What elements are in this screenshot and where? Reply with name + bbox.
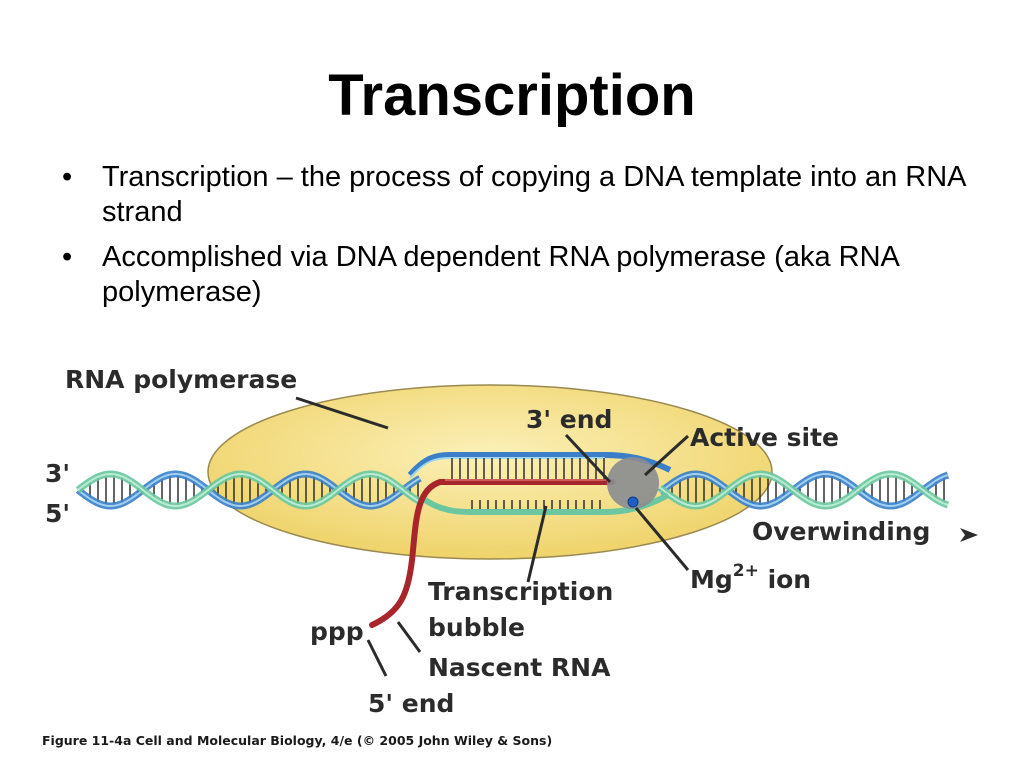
label-transcription-bubble-line2: bubble xyxy=(428,613,525,642)
label-3-prime-end: 3' end xyxy=(526,405,612,434)
leader-lines xyxy=(295,396,690,677)
label-mg-ion: Mg2+ ion xyxy=(690,561,811,594)
mg-ion-dot xyxy=(627,496,639,508)
bullet-dot-icon: • xyxy=(62,161,73,193)
template-strand-top-light xyxy=(409,457,605,479)
label-nascent-rna: Nascent RNA xyxy=(428,653,611,682)
dna-double-helix xyxy=(75,470,950,510)
label-3-prime: 3' xyxy=(45,459,70,488)
bubble-base-pairs xyxy=(451,458,605,509)
dna-strand-highlight xyxy=(659,472,949,508)
label-5-prime: 5' xyxy=(45,499,70,528)
dna-strand-highlight xyxy=(77,472,421,508)
bullet-item: • Transcription – the process of copying… xyxy=(62,160,982,230)
leader-line xyxy=(295,396,389,430)
bullet-list: • Transcription – the process of copying… xyxy=(62,160,982,320)
label-5-prime-end: 5' end xyxy=(368,689,454,718)
leader-line xyxy=(643,434,690,477)
bullet-dot-icon: • xyxy=(62,241,73,273)
label-transcription-bubble-line1: Transcription xyxy=(428,577,613,606)
mg-ion-suffix: ion xyxy=(759,565,811,594)
bullet-item: • Accomplished via DNA dependent RNA pol… xyxy=(62,240,982,310)
figure-caption: Figure 11-4a Cell and Molecular Biology,… xyxy=(42,733,553,748)
label-ppp: ppp xyxy=(310,617,364,646)
label-active-site: Active site xyxy=(690,423,839,452)
rna-polymerase-ellipse xyxy=(207,384,773,560)
overwinding-arrow-icon xyxy=(960,528,978,542)
label-overwinding: Overwinding xyxy=(752,517,930,546)
slide-title: Transcription xyxy=(328,63,696,128)
dna-strand-highlight xyxy=(77,472,421,508)
leader-line xyxy=(634,507,690,571)
bullet-text: Transcription – the process of copying a… xyxy=(102,161,965,228)
active-site-circle xyxy=(607,457,659,509)
template-strand-top xyxy=(407,452,672,478)
label-rna-polymerase: RNA polymerase xyxy=(65,365,297,394)
nascent-rna-strand xyxy=(369,479,615,628)
bullet-text: Accomplished via DNA dependent RNA polym… xyxy=(102,241,899,308)
leader-line xyxy=(366,639,388,677)
leader-line xyxy=(526,505,548,583)
leader-line xyxy=(564,433,612,484)
dna-strand-highlight xyxy=(659,472,949,508)
leader-line xyxy=(396,621,422,653)
mg-ion-sup: 2+ xyxy=(733,561,759,581)
mg-ion-base: Mg xyxy=(690,565,733,594)
coding-strand-bottom xyxy=(423,492,670,515)
